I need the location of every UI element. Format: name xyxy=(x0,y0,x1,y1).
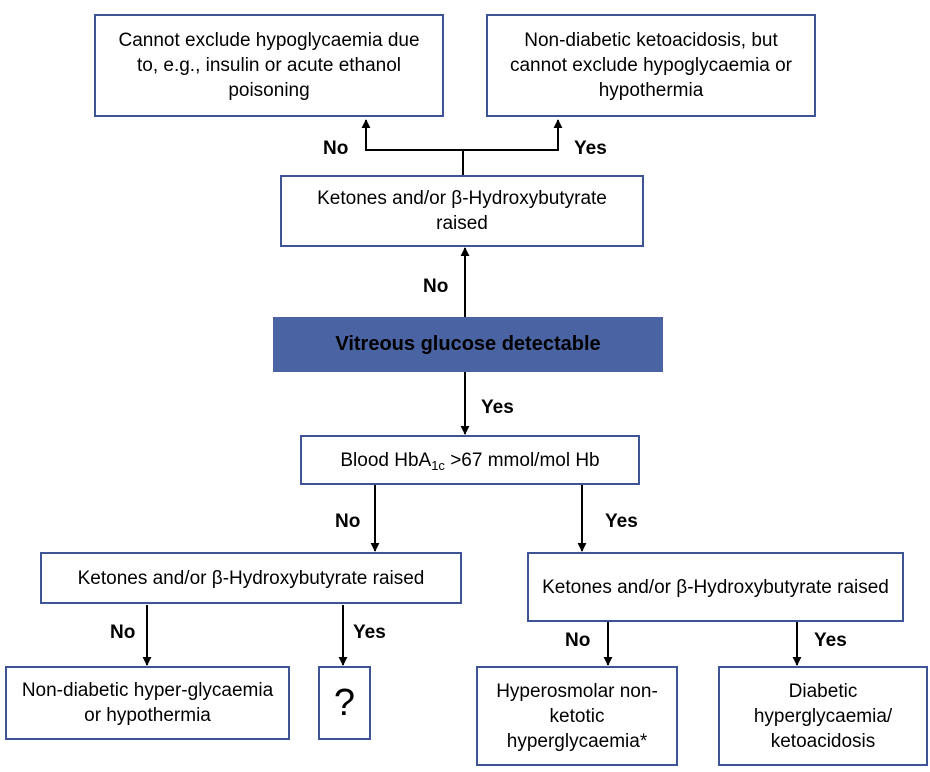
node-hyperosmolar-text: Hyperosmolar non-ketotic hyperglycaemia* xyxy=(496,680,658,752)
node-nondiabetic-hyper-text: Non-diabetic hyper-glycaemia or hypother… xyxy=(21,680,274,726)
node-ketones-left: Ketones and/or β-Hydroxybutyrate raised xyxy=(40,552,462,604)
node-cannot-exclude-hypoglycaemia: Cannot exclude hypoglycaemia due to, e.g… xyxy=(94,14,444,117)
node-nondiabetic-keto-text: Non-diabetic ketoacidosis, but cannot ex… xyxy=(509,30,792,101)
label-vitreous-no: No xyxy=(423,276,449,297)
label-hba1c-yes: Yes xyxy=(605,511,638,532)
label-right-yes: Yes xyxy=(814,630,847,651)
label-right-no: No xyxy=(565,630,591,651)
node-diabetic-hyperglycaemia: Diabetic hyperglycaemia/ ketoacidosis xyxy=(718,666,928,766)
hba1c-text-pre: Blood HbA xyxy=(340,449,432,471)
node-ketones-top: Ketones and/or β-Hydroxybutyrate raised xyxy=(280,175,644,247)
node-ketones-top-text: Ketones and/or β-Hydroxybutyrate raised xyxy=(317,188,607,234)
node-vitreous-text: Vitreous glucose detectable xyxy=(335,333,601,355)
node-ketones-right-text: Ketones and/or β-Hydroxybutyrate raised xyxy=(542,576,889,598)
node-nondiabetic-hyperglycaemia: Non-diabetic hyper-glycaemia or hypother… xyxy=(5,666,290,740)
edge-top-yes xyxy=(463,119,563,151)
node-ketones-left-text: Ketones and/or β-Hydroxybutyrate raised xyxy=(77,567,425,589)
hba1c-text-post: >67 mmol/mol Hb xyxy=(444,449,600,471)
label-top-no: No xyxy=(323,138,349,159)
node-question: ? xyxy=(318,666,371,740)
node-ketones-right: Ketones and/or β-Hydroxybutyrate raised xyxy=(527,552,904,622)
node-vitreous-glucose: Vitreous glucose detectable xyxy=(273,317,663,372)
node-question-text: ? xyxy=(333,682,356,724)
node-blood-hba1c: Blood HbA1c >67 mmol/mol Hb xyxy=(300,435,640,485)
node-hba1c-text: Blood HbA1c >67 mmol/mol Hb xyxy=(340,448,599,473)
label-left-no: No xyxy=(110,622,136,643)
label-vitreous-yes: Yes xyxy=(481,397,514,418)
label-top-yes: Yes xyxy=(574,138,607,159)
edge-top-no xyxy=(361,119,463,151)
label-left-yes: Yes xyxy=(353,622,386,643)
node-nondiabetic-ketoacidosis: Non-diabetic ketoacidosis, but cannot ex… xyxy=(486,14,816,117)
label-hba1c-no: No xyxy=(335,511,361,532)
hba1c-text-sub: 1c xyxy=(431,457,445,473)
node-diabetic-text: Diabetic hyperglycaemia/ ketoacidosis xyxy=(753,680,893,752)
node-hyperosmolar: Hyperosmolar non-ketotic hyperglycaemia* xyxy=(476,666,678,766)
node-cannot-exclude-text: Cannot exclude hypoglycaemia due to, e.g… xyxy=(118,30,420,101)
